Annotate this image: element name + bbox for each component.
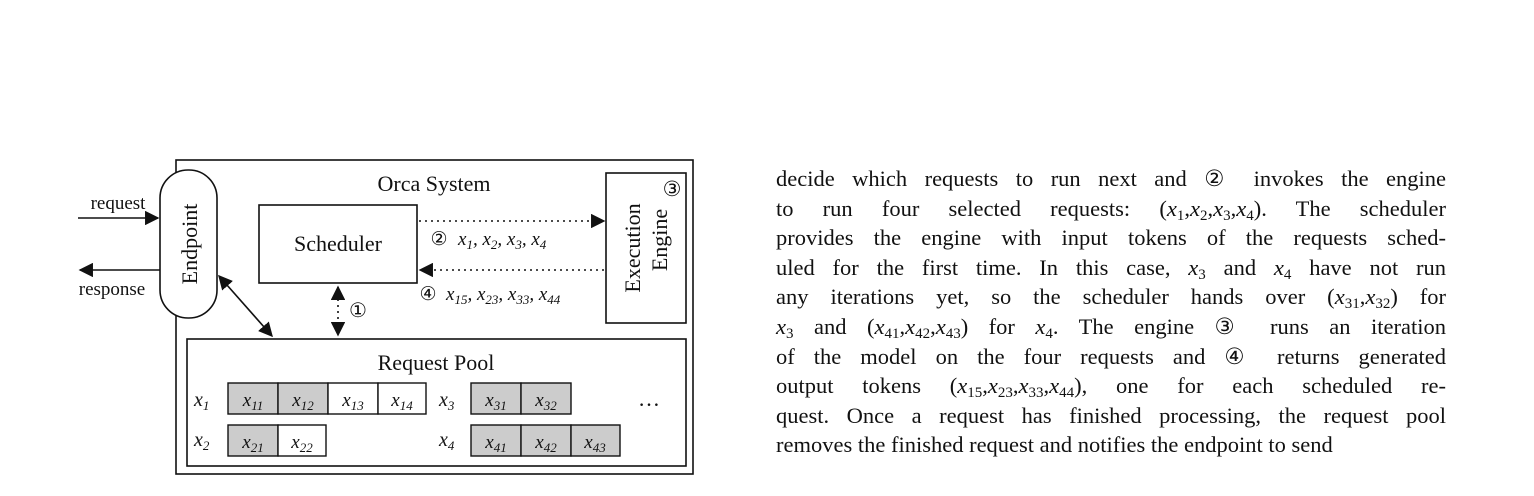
paragraph-line: any iterations yet, so the scheduler han… (776, 284, 1447, 313)
step1-marker: ① (349, 300, 367, 322)
token-x42 (520, 424, 572, 457)
request-label: request (91, 193, 147, 214)
token-x21 (227, 424, 279, 457)
step2-tokens: x1, x2, x3, x4 (457, 229, 547, 252)
paragraph-line: output tokens (x15,x23,x33,x44), one for… (776, 373, 1446, 402)
scheduler-box (258, 204, 418, 284)
paragraph-line: provides the engine with input tokens of… (776, 225, 1446, 251)
token-x12 (277, 382, 329, 415)
request-x2-tokens: x21 x22 (227, 424, 327, 457)
token-x31 (470, 382, 522, 415)
token-x22 (277, 424, 327, 457)
paragraph-line: to run four selected requests: (x1,x2,x3… (776, 195, 1446, 224)
endpoint-pool-arrow (218, 274, 273, 338)
step3-marker: ③ (663, 177, 682, 201)
token-x14 (377, 382, 427, 415)
request-x1-tokens: x11 x12 x13 x14 (227, 382, 427, 415)
token-x13 (327, 382, 379, 415)
response-label: response (79, 279, 145, 300)
step4-tokens: x15, x23, x33, x44 (445, 284, 561, 307)
token-x11 (227, 382, 279, 415)
token-x41 (470, 424, 522, 457)
more-requests-ellipsis: … (638, 386, 660, 411)
execution-engine-box (605, 172, 687, 324)
paragraph-line: removes the finished request and notifie… (776, 432, 1333, 458)
paragraph-line: quest. Once a request has finished proce… (776, 402, 1446, 428)
endpoint-label: Endpoint (177, 204, 202, 285)
step2-marker: ② (430, 229, 447, 250)
request-pool-title: Request Pool (378, 350, 495, 375)
scheduler-label: Scheduler (294, 231, 383, 256)
endpoint-box (159, 169, 218, 319)
paragraph-line: of the model on the four requests and ④ … (776, 343, 1446, 369)
request-x3-tokens: x31 x32 (470, 382, 572, 415)
execution-engine-label-line2: Engine (647, 209, 672, 271)
execution-engine-label-line1: Execution (620, 203, 645, 292)
paragraph-line: uled for the first time. In this case, x… (776, 254, 1446, 283)
request-x4-tokens: x41 x42 x43 (470, 424, 621, 457)
orca-architecture-diagram: Orca System Endpoint request response Sc… (78, 159, 694, 475)
orca-system-box (175, 159, 694, 475)
step4-marker: ④ (419, 284, 436, 305)
paragraph-line: decide which requests to run next and ② … (776, 166, 1446, 191)
paragraph-line: x3 and (x41,x42,x43) for x4. The engine … (776, 313, 1446, 342)
token-x43 (570, 424, 621, 457)
token-x32 (520, 382, 572, 415)
orca-system-title: Orca System (377, 171, 490, 196)
body-paragraph: decide which requests to run next and ② … (776, 164, 1446, 460)
